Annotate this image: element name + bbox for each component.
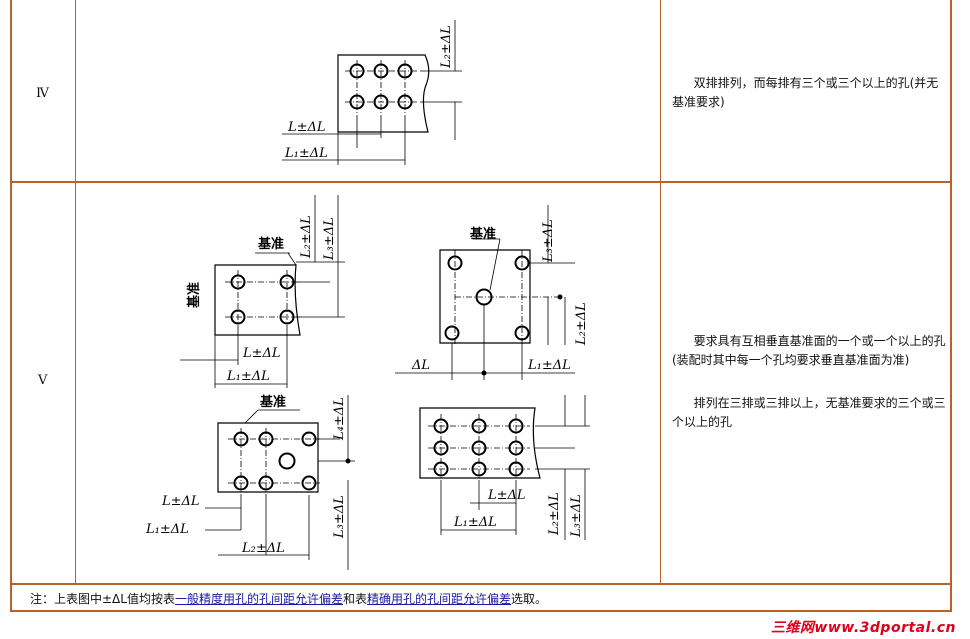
row-label-iv: Ⅳ (36, 86, 49, 101)
table-bottom-border (10, 610, 952, 612)
row-iv-description: 双排排列，而每排有三个或三个以上的孔(并无基准要求) (672, 76, 939, 109)
v3-dim-l1: L₁±ΔL (145, 522, 189, 537)
link-precise-tolerance[interactable]: 精确用孔的孔间距允许偏差 (366, 592, 511, 606)
v4-dim-l: L±ΔL (487, 488, 526, 503)
v2-dim-l1: L₁±ΔL (527, 358, 571, 373)
v4-dim-l3: L₃±ΔL (569, 494, 584, 538)
v4-dim-l2: L₂±ΔL (547, 492, 562, 536)
v4-plate-outline (419, 407, 541, 479)
table-frame (10, 0, 952, 612)
table-note: 注：上表图中±ΔL值均按表一般精度用孔的孔间距允许偏差和表精确用孔的孔间距允许偏… (30, 590, 547, 607)
v1-datum-top: 基准 (257, 236, 284, 252)
column-divider-2 (660, 0, 661, 583)
v3-plate-outline (217, 422, 319, 493)
hole-spacing-figure: L±ΔL L₁±ΔL L₂±ΔL 基准 基准 L±ΔL L₁±ΔL L₂±ΔL … (145, 20, 590, 570)
row-v-description-1: 要求具有互相垂直基准面的一个或一个以上的孔(装配时其中每一个孔均要求垂直基准面为… (672, 334, 946, 367)
v2-dim-dl: ΔL (411, 358, 430, 373)
iv-dim-l2: L₂±ΔL (439, 25, 454, 69)
v1-dim-l: L±ΔL (242, 346, 281, 361)
v3-dim-l2: L₂±ΔL (241, 541, 285, 556)
v3-datum: 基准 (259, 394, 286, 410)
iv-dim-l1: L₁±ΔL (284, 146, 328, 161)
v2-dim-l3: L₃±ΔL (541, 219, 556, 263)
v1-dim-l3: L₃±ΔL (322, 217, 337, 261)
row-divider-1 (10, 181, 952, 183)
note-prefix: 注：上表图中±ΔL值均按表 (30, 592, 175, 606)
note-suffix: 选取。 (511, 592, 548, 606)
row-divider-2 (10, 583, 952, 585)
v3-dim-l4: L₄±ΔL (332, 397, 347, 441)
column-divider-1 (75, 0, 76, 583)
v1-datum-side: 基准 (186, 282, 202, 309)
note-middle: 和表 (342, 592, 367, 606)
iv-plate-outline (337, 54, 430, 133)
v1-plate-outline (214, 264, 301, 336)
row-v-description-2: 排列在三排或三排以上，无基准要求的三个或三个以上的孔 (672, 396, 946, 429)
v1-dim-l2: L₂±ΔL (299, 215, 314, 259)
v3-dim-l: L±ΔL (161, 494, 200, 509)
v1-dim-l1: L₁±ΔL (226, 369, 270, 384)
row-label-v: Ⅴ (38, 373, 48, 388)
v3-dim-l3: L₃±ΔL (332, 495, 347, 539)
v4-dim-l1: L₁±ΔL (453, 515, 497, 530)
v2-plate-outline (439, 249, 531, 344)
iv-dim-l: L±ΔL (287, 120, 326, 135)
link-general-precision-tolerance[interactable]: 一般精度用孔的孔间距允许偏差 (174, 592, 343, 606)
watermark: 三维网www.3dportal.cn (770, 620, 956, 636)
v2-dim-l2: L₂±ΔL (574, 302, 589, 346)
v2-datum: 基准 (469, 226, 496, 242)
